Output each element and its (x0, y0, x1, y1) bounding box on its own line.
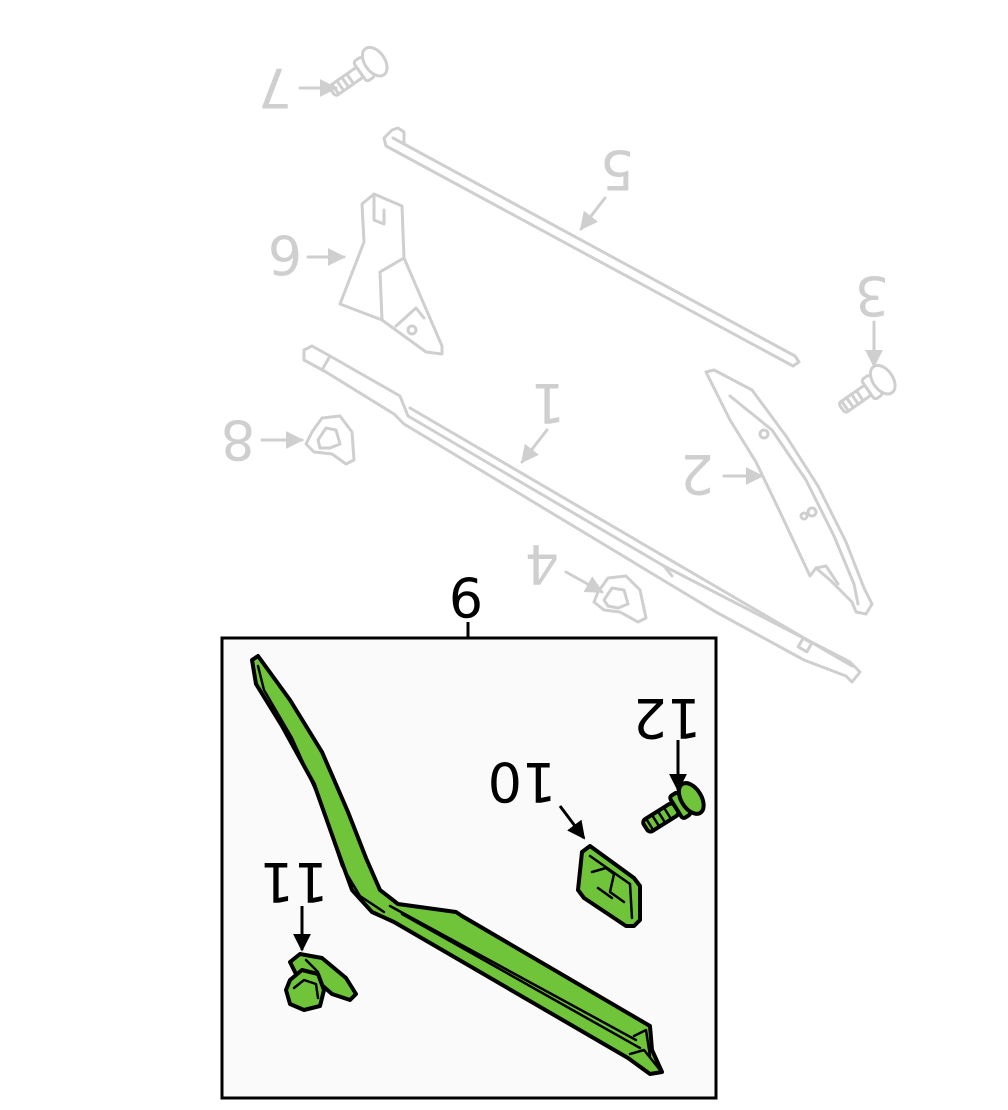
callout-12: 12 (633, 686, 702, 749)
part-11-clip (284, 952, 358, 1012)
part-2-pillar-trim (704, 368, 874, 616)
callout-10: 10 (488, 750, 557, 813)
callout-5: 5 (600, 138, 634, 201)
part-7-screw (298, 45, 389, 97)
callout-3: 3 (855, 264, 889, 327)
part-10-pad (576, 844, 642, 928)
leader-10 (558, 805, 586, 840)
leader-1 (520, 428, 549, 464)
part-6-bracket (306, 192, 444, 356)
part-8-clip (260, 414, 356, 466)
callout-11: 11 (260, 850, 329, 913)
part-5-upper-molding (382, 126, 801, 368)
part-12-screw (641, 781, 706, 834)
callout-4: 4 (525, 532, 559, 595)
callout-7: 7 (258, 56, 292, 119)
part-9-rocker-molding (250, 654, 664, 1076)
leader-4 (564, 570, 604, 594)
callout-9: 9 (449, 565, 483, 628)
part-4-clip (564, 570, 648, 624)
callout-2: 2 (680, 442, 714, 505)
leader-5 (579, 196, 607, 231)
callout-6: 6 (268, 223, 302, 286)
callout-1: 1 (531, 371, 565, 434)
part-3-screw (838, 320, 897, 414)
part-1-lower-molding (302, 344, 862, 684)
callout-8: 8 (221, 408, 255, 471)
